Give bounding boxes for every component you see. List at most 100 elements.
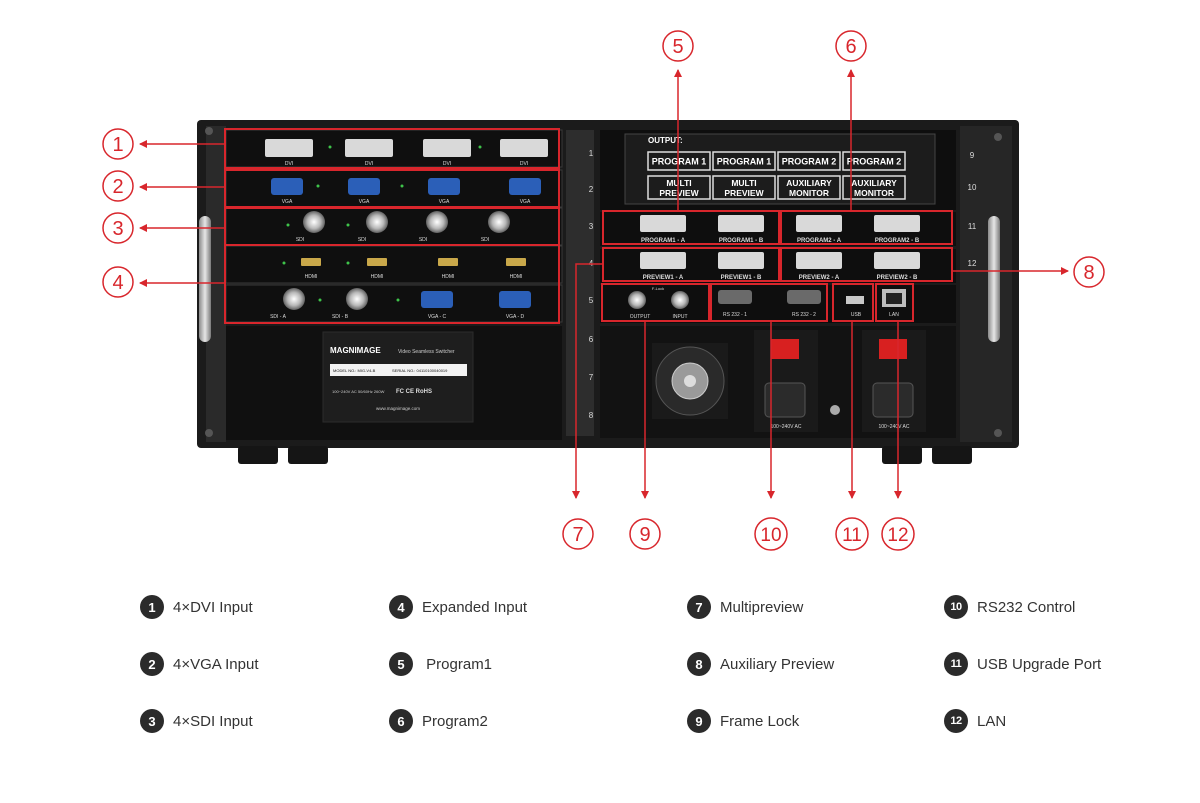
callout-2: 2: [102, 170, 134, 202]
bnc-port[interactable]: [366, 211, 388, 233]
power-inlet[interactable]: [764, 382, 806, 418]
dvi-port[interactable]: [718, 215, 764, 232]
brand-name: MAGNIMAGE: [330, 346, 381, 355]
hdmi-port[interactable]: [506, 258, 526, 266]
bnc-port[interactable]: [303, 211, 325, 233]
legend-text: RS232 Control: [977, 598, 1076, 616]
hdmi-port[interactable]: [301, 258, 321, 266]
slot-number: 8: [589, 411, 594, 420]
power-switch[interactable]: [771, 339, 799, 359]
svg-text:4: 4: [112, 272, 123, 294]
port-label: SDI: [481, 237, 489, 243]
slot-number: 9: [970, 151, 975, 160]
port-label: OUTPUT: [630, 314, 651, 320]
port-label: HDMI: [371, 274, 384, 280]
port-label: VGA: [282, 199, 293, 205]
legend-badge: 12: [944, 709, 968, 733]
output-label: AUXILIARY: [851, 178, 897, 188]
legend-text: Multipreview: [720, 598, 804, 616]
port-label: USB: [851, 312, 862, 318]
port-label: SDI - A: [270, 314, 287, 320]
legend-text: 4×DVI Input: [173, 598, 253, 616]
left-handle: [199, 216, 211, 342]
dvi-port[interactable]: [796, 215, 842, 232]
ground-terminal: [830, 405, 840, 415]
dvi-port[interactable]: [265, 139, 313, 157]
control-card: F-Lock OUTPUT INPUT RS 232 - 1 RS 232 - …: [600, 285, 956, 323]
dvi-port[interactable]: [874, 252, 920, 269]
legend-badge: 4: [389, 595, 413, 619]
legend-item-10: 10 RS232 Control: [944, 593, 1075, 621]
bnc-port[interactable]: [426, 211, 448, 233]
legend-badge: 1: [140, 595, 164, 619]
dvi-port[interactable]: [874, 215, 920, 232]
callout-3: 3: [102, 212, 134, 244]
dvi-port[interactable]: [423, 139, 471, 157]
dvi-port[interactable]: [796, 252, 842, 269]
bnc-port[interactable]: [671, 291, 689, 309]
hdmi-port[interactable]: [367, 258, 387, 266]
output-label-plate: OUTPUT: PROGRAM 1 PROGRAM 1 PROGRAM 2 PR…: [600, 130, 956, 210]
rs232-port[interactable]: [718, 290, 752, 304]
callout-circles: 1 2 3 4 5 6 7 8 9 10 11 12: [102, 30, 1105, 551]
port-label: VGA - C: [428, 314, 447, 320]
slot-number: 5: [589, 296, 594, 305]
bnc-port[interactable]: [283, 288, 305, 310]
dvi-port[interactable]: [640, 252, 686, 269]
dvi-port[interactable]: [640, 215, 686, 232]
legend-text: LAN: [977, 712, 1007, 730]
vga-port[interactable]: [509, 178, 541, 195]
vga-port[interactable]: [499, 291, 531, 308]
callout-1: 1: [102, 128, 134, 160]
port-label: SDI - B: [332, 314, 349, 320]
slot-strip-left: 1 2 3 4 5 6 7 8: [566, 130, 594, 436]
legend-text: Expanded Input: [422, 598, 528, 616]
callout-10: 10: [754, 517, 788, 551]
power-inlet[interactable]: [872, 382, 914, 418]
output-label: MONITOR: [854, 188, 894, 198]
svg-text:7: 7: [572, 524, 583, 546]
serial-number: SERIAL NO.: 04110100040019: [392, 368, 448, 373]
power-switch[interactable]: [879, 339, 907, 359]
vga-port[interactable]: [421, 291, 453, 308]
legend-badge: 9: [687, 709, 711, 733]
output-label: PROGRAM 2: [847, 157, 902, 167]
dvi-port[interactable]: [345, 139, 393, 157]
vga-port[interactable]: [428, 178, 460, 195]
output-label: PREVIEW: [659, 188, 699, 198]
callout-boxes: [224, 128, 953, 324]
vga-port[interactable]: [271, 178, 303, 195]
legend-item-4: 4 Expanded Input: [389, 593, 527, 621]
port-label: PREVIEW2 - B: [877, 275, 918, 281]
legend-text: Auxiliary Preview: [720, 655, 835, 673]
legend-item-5: 5 Program1: [389, 650, 492, 678]
bnc-port[interactable]: [628, 291, 646, 309]
callout-9: 9: [629, 518, 661, 550]
svg-text:9: 9: [639, 524, 650, 546]
usb-port[interactable]: [846, 296, 864, 304]
slot-number: 2: [589, 185, 594, 194]
dvi-port[interactable]: [718, 252, 764, 269]
port-label: HDMI: [442, 274, 455, 280]
port-label: PROGRAM1 - B: [719, 238, 764, 244]
port-label: PROGRAM2 - A: [797, 238, 842, 244]
bnc-port[interactable]: [488, 211, 510, 233]
hdmi-port[interactable]: [438, 258, 458, 266]
slot-number: 3: [589, 222, 594, 231]
output-label: MONITOR: [789, 188, 829, 198]
slot-strip-right: 9 10 11 12: [968, 151, 977, 268]
bnc-port[interactable]: [346, 288, 368, 310]
callout-11: 11: [835, 517, 869, 551]
port-label: PREVIEW1 - A: [643, 275, 684, 281]
port-label: LAN: [889, 312, 899, 318]
svg-text:12: 12: [887, 525, 908, 546]
legend-item-2: 2 4×VGA Input: [140, 650, 258, 678]
dvi-port[interactable]: [500, 139, 548, 157]
vga-port[interactable]: [348, 178, 380, 195]
svg-text:1: 1: [112, 134, 123, 156]
legend-badge: 8: [687, 652, 711, 676]
callout-4: 4: [102, 266, 134, 298]
slot-number: 12: [968, 259, 977, 268]
port-label: SDI: [419, 237, 427, 243]
rs232-port[interactable]: [787, 290, 821, 304]
